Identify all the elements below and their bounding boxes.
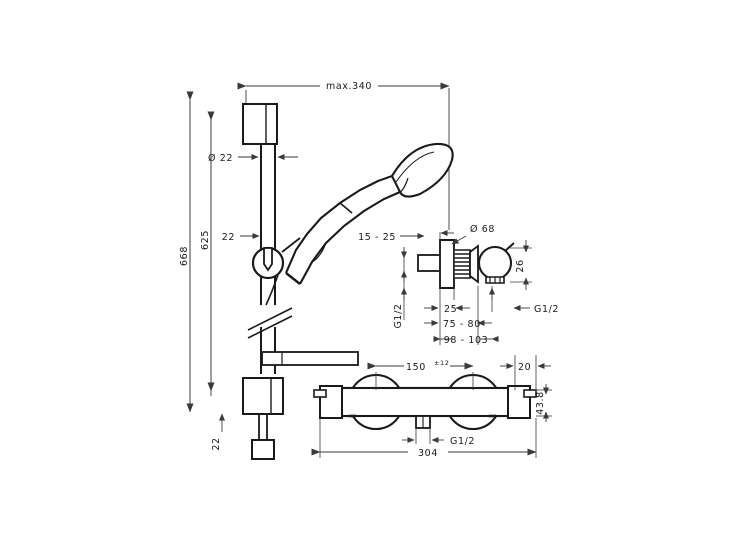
dimension-top-22: 22 — [222, 232, 260, 243]
dimension-thermostat-outlet-thread: G1/2 — [402, 436, 475, 447]
dim-label-valve-25: 25 — [444, 304, 457, 315]
angle-valve-assembly — [417, 239, 515, 289]
dimension-inlet-thread: G1/2 — [393, 287, 407, 329]
dimension-20: 20 — [500, 362, 551, 373]
handshower-holder-ring — [251, 237, 301, 306]
dimension-150: 150 ±12 — [367, 358, 474, 373]
thermostatic-mixer — [313, 373, 537, 431]
dimension-75-80: 75 - 80 — [424, 319, 492, 330]
dim-label-center-distance: 150 — [406, 362, 426, 373]
dim-label-valve-75-80: 75 - 80 — [443, 319, 481, 330]
bottom-wall-bracket — [242, 377, 284, 415]
dimension-98-103: 98 - 103 — [433, 335, 499, 346]
bar-side-outlet — [261, 351, 359, 366]
dimension-625: 625 — [200, 111, 215, 392]
top-wall-bracket — [242, 103, 278, 145]
handshower — [285, 142, 454, 285]
dim-label-top-offset: 22 — [222, 232, 235, 243]
dim-label-outlet-thread: G1/2 — [534, 304, 559, 315]
dim-label-end-offset: 20 — [518, 362, 531, 373]
dim-label-overall-width: 304 — [418, 448, 438, 459]
dim-label-flange-diameter: Ø 68 — [470, 224, 495, 235]
dim-label-bar-height: 668 — [179, 246, 190, 266]
break-line — [247, 307, 293, 339]
dim-label-bracket-spacing: 625 — [200, 230, 211, 250]
dim-label-valve-98-103: 98 - 103 — [444, 335, 489, 346]
valve-extension-lines — [403, 232, 532, 345]
dimension-bar-diameter: Ø 22 — [208, 153, 298, 164]
dim-label-bottom-offset: 22 — [211, 437, 222, 450]
dim-label-center-tolerance: ±12 — [434, 359, 450, 367]
dimension-max-340: max.340 — [237, 78, 450, 92]
dim-label-bar-diameter: Ø 22 — [208, 153, 233, 164]
dimension-15-25: 15 - 25 — [358, 232, 425, 282]
dim-label-valve-height: 26 — [515, 259, 526, 272]
dim-label-max-reach: max.340 — [326, 81, 372, 92]
dimension-668: 668 — [179, 91, 194, 413]
dim-label-body-height: 43.8 — [535, 391, 546, 415]
dimension-25: 25 — [424, 304, 470, 315]
dimension-flange-diameter: Ø 68 — [440, 224, 495, 245]
shower-hose-fitting — [251, 414, 275, 460]
dim-label-thermostat-thread: G1/2 — [450, 436, 475, 447]
dimension-43-8: 43.8 — [535, 384, 549, 422]
dimension-outlet-thread: G1/2 — [489, 287, 559, 315]
dimension-304: 304 — [311, 444, 537, 459]
dim-label-inlet-thread: G1/2 — [393, 303, 404, 328]
dim-label-wall-offset: 15 - 25 — [358, 232, 396, 243]
dimension-valve-26: 26 — [515, 240, 529, 290]
dimension-bottom-22: 22 — [211, 413, 225, 451]
slide-bar — [260, 144, 276, 374]
